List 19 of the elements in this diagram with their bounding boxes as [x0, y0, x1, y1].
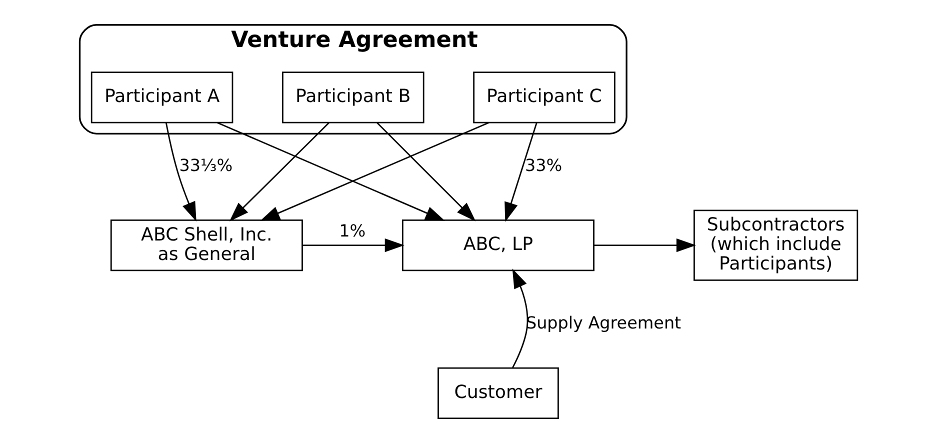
- node-box: Subcontractors (which include Participants): [694, 210, 858, 281]
- arrow: [302, 238, 404, 252]
- node-box: Participant C: [473, 72, 616, 124]
- node-box: Participant A: [90, 72, 234, 124]
- arrow: [216, 122, 445, 221]
- edge-label: 33%: [524, 154, 562, 175]
- arrow: [594, 238, 696, 252]
- node-box: ABC Shell, Inc. as General: [110, 219, 303, 272]
- arrow: [376, 122, 476, 222]
- arrow: [504, 122, 538, 222]
- edge-label: 1%: [339, 220, 366, 240]
- arrow: [260, 122, 490, 221]
- arrow: [229, 122, 330, 222]
- node-box: Customer: [438, 367, 559, 419]
- edge-label: 33⅓%: [179, 154, 233, 175]
- arrow: [512, 268, 528, 368]
- node-box: Participant B: [282, 72, 424, 124]
- node-box: ABC, LP: [402, 219, 594, 272]
- arrow: [165, 122, 196, 222]
